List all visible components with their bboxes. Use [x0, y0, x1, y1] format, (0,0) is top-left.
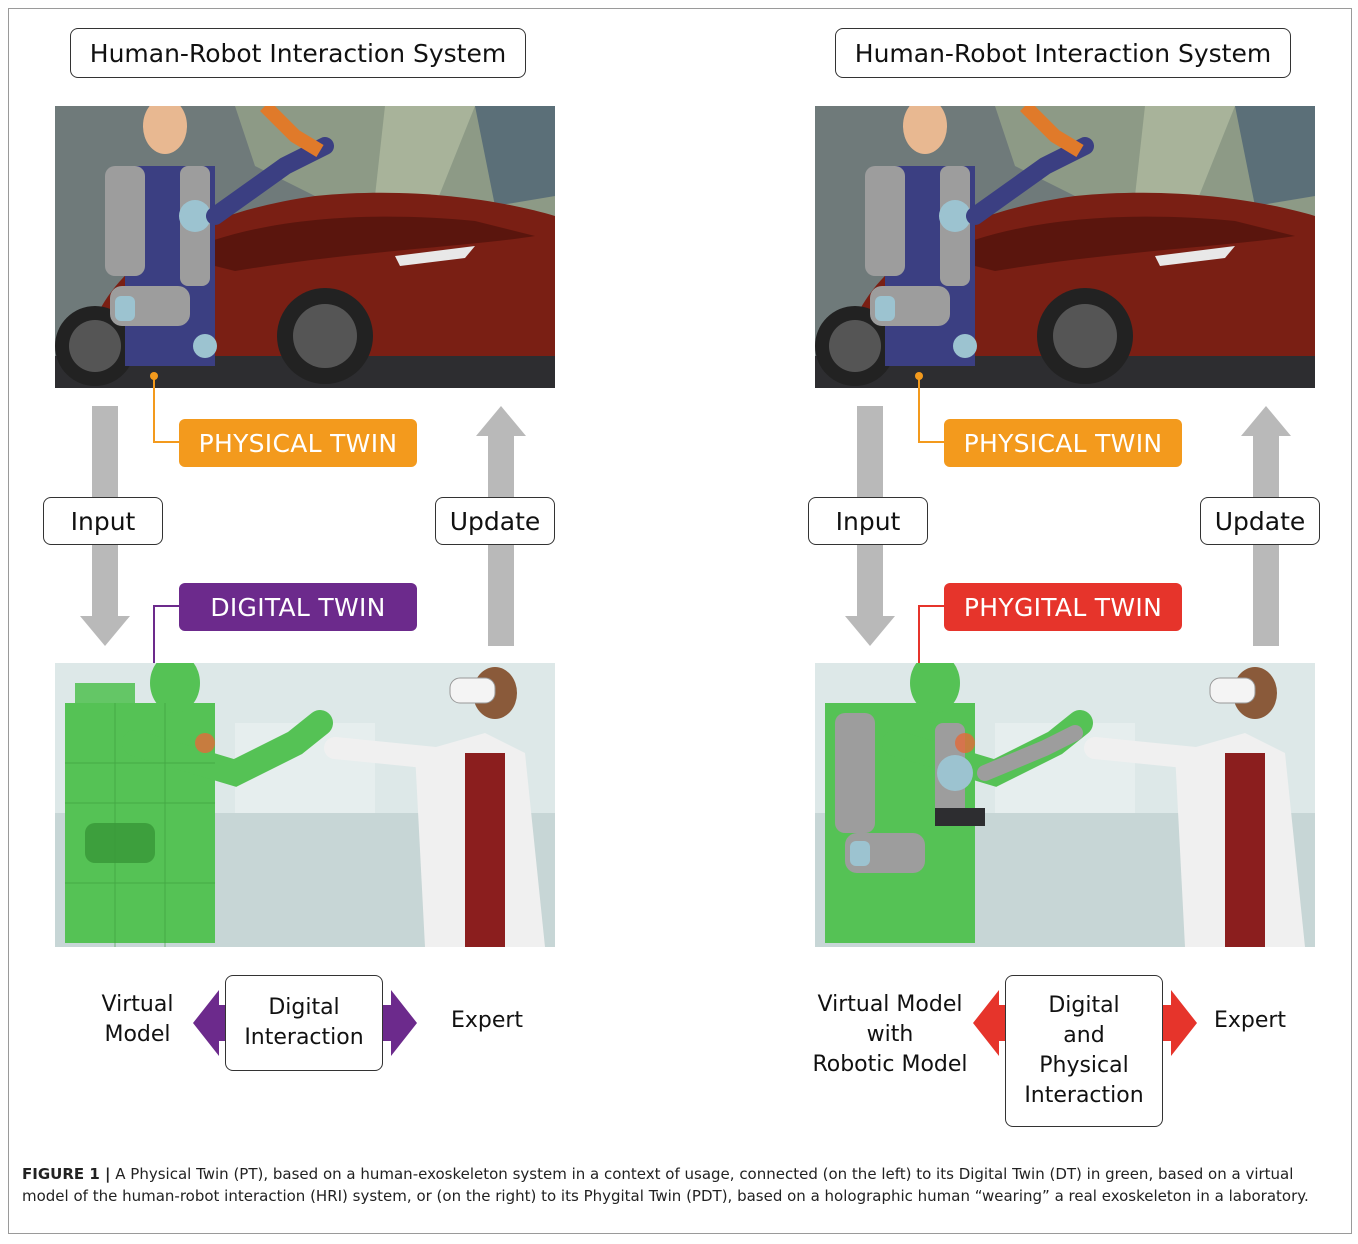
right-digital-physical-interaction-box: Digital and Physical Interaction [1005, 975, 1163, 1127]
right-double-arrow [973, 990, 1197, 1056]
right-panel: Human-Robot Interaction System [765, 0, 1325, 1160]
right-input-label: Input [808, 497, 928, 545]
right-title: Human-Robot Interaction System [835, 28, 1291, 78]
left-physical-twin-tag: PHYSICAL TWIN [179, 419, 417, 467]
right-expert-label: Expert [1213, 1008, 1287, 1033]
caption-text: A Physical Twin (PT), based on a human-e… [22, 1165, 1309, 1205]
figure-caption: FIGURE 1 | A Physical Twin (PT), based o… [22, 1163, 1340, 1207]
left-input-label: Input [43, 497, 163, 545]
figure-frame [8, 8, 1352, 1234]
right-physical-leader [915, 372, 946, 443]
right-physical-twin-tag: PHYSICAL TWIN [944, 419, 1182, 467]
left-digital-scene-image [55, 663, 555, 947]
left-physical-scene-image [55, 106, 555, 388]
left-virtual-model-label: Virtual Model [101, 992, 174, 1047]
left-double-arrow [193, 990, 417, 1056]
right-physical-scene-image [815, 106, 1315, 388]
caption-label: FIGURE 1 | [22, 1165, 111, 1183]
right-phygital-scene-image [815, 663, 1315, 947]
left-expert-label: Expert [450, 1008, 524, 1033]
right-virtual-robotic-model-label: Virtual Model with Robotic Model [812, 992, 968, 1077]
right-update-label: Update [1200, 497, 1320, 545]
left-digital-twin-tag: DIGITAL TWIN [179, 583, 417, 631]
left-update-label: Update [435, 497, 555, 545]
left-title: Human-Robot Interaction System [70, 28, 526, 78]
left-panel: Human-Robot Interaction System [0, 0, 560, 1160]
left-digital-interaction-box: Digital Interaction [225, 975, 383, 1071]
right-phygital-twin-tag: PHYGITAL TWIN [944, 583, 1182, 631]
left-physical-leader [150, 372, 181, 443]
